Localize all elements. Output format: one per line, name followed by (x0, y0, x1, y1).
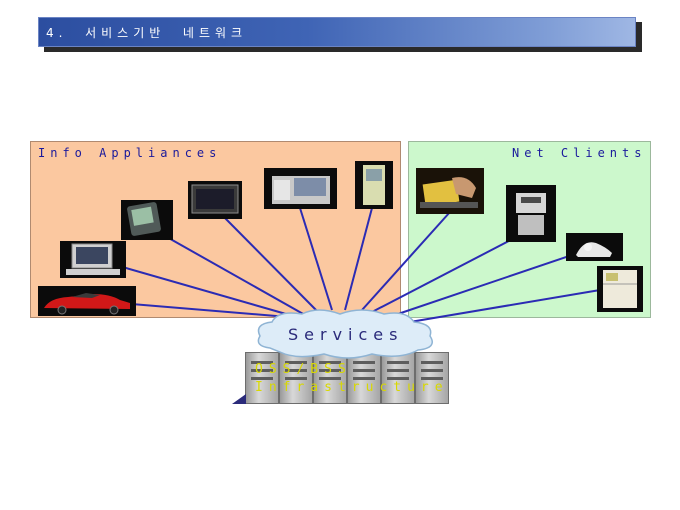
oss-bss-label: OSS/BSS (255, 362, 352, 377)
connector-line (391, 252, 579, 317)
server-slot (319, 377, 341, 380)
server-rack (245, 352, 453, 404)
server-slot (285, 369, 307, 372)
web-phone-icon (264, 168, 337, 209)
connector-line (361, 211, 451, 311)
server-unit (279, 352, 313, 404)
server-unit (347, 352, 381, 404)
server-unit (381, 352, 415, 404)
server-slot (353, 377, 375, 380)
connector-line (107, 301, 301, 319)
connector-line (299, 207, 333, 311)
server-unit (415, 352, 449, 404)
sports-car-icon (38, 286, 136, 316)
server-slot (387, 377, 409, 380)
desktop-computer-icon (60, 241, 126, 278)
server-slot (251, 377, 273, 380)
server-slot (353, 369, 375, 372)
connector-line (157, 231, 306, 316)
server-slot (251, 361, 273, 364)
server-slot (421, 377, 443, 380)
office-machine-icon (506, 185, 556, 242)
services-label: Services (288, 325, 404, 344)
connector-line (409, 289, 601, 323)
net-clients-label: Net Clients (512, 146, 647, 160)
connector-line (111, 263, 301, 319)
pda-icon (121, 200, 173, 240)
title-bar (38, 17, 636, 47)
server-slot (421, 361, 443, 364)
connector-line (221, 214, 319, 313)
connector-line (371, 229, 531, 313)
kiosk-icon (355, 161, 393, 209)
server-slot (387, 361, 409, 364)
server-slot (251, 369, 273, 372)
infrastructure-label: Infrastructure (255, 380, 449, 395)
info-appliances-label: Info Appliances (38, 146, 222, 160)
slide-title: 4. 서비스기반 네트워크 (46, 26, 248, 40)
server-slot (353, 361, 375, 364)
server-slot (285, 361, 307, 364)
server-slot (387, 369, 409, 372)
server-slot (285, 377, 307, 380)
server-slot (319, 361, 341, 364)
server-slot (421, 369, 443, 372)
server-unit (245, 352, 279, 404)
server-slot (319, 369, 341, 372)
server-shadow (232, 394, 246, 404)
appliance-icon (597, 266, 643, 312)
smart-card-icon (416, 168, 484, 214)
flat-screen-tv-icon (188, 181, 242, 219)
device-icon (566, 233, 623, 261)
connector-line (344, 207, 373, 311)
services-cloud (257, 309, 433, 359)
